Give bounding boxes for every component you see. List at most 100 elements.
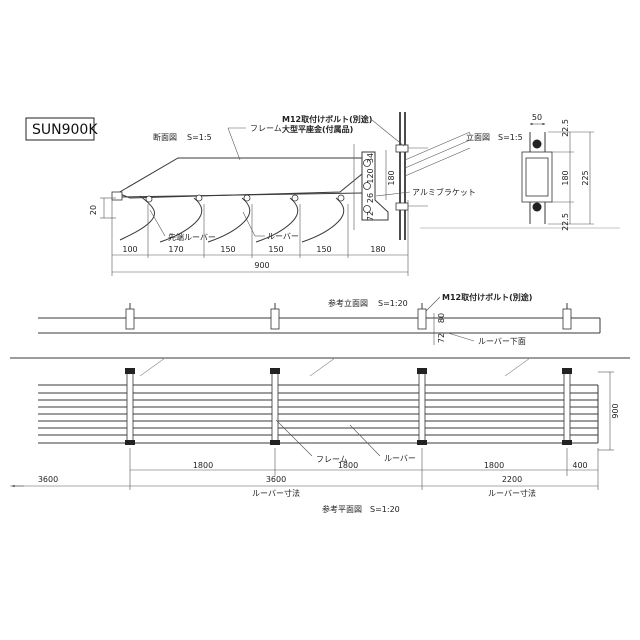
model-name: SUN900K [32,122,98,138]
louver-4 [301,197,345,243]
dim-34: 34 [366,153,375,163]
plan-louver-leader [349,424,381,457]
wall-hatch-3 [404,147,471,177]
dim-150-a: 150 [220,245,235,254]
elevation-bottom-bolt [532,202,542,212]
louver-clip-0 [145,195,153,203]
dim-20: 20 [89,205,98,215]
elevation-view-scale: S=1:5 [498,133,523,142]
ref-elevation-scale: S=1:20 [378,299,408,308]
bolt-leader [371,119,405,147]
elevation-top-bolt [532,139,542,149]
elevation-bracket-inner [525,157,549,197]
ref-dim-72: 72 [437,333,446,343]
plan-dim-3600-bottom: 3600 [38,475,58,484]
elev-dim-180: 180 [561,170,570,185]
louver-3 [255,197,299,243]
bracket-plate [361,151,389,221]
plan-louver-dim-left-label: ルーバー寸法 [252,488,300,498]
dim-150-b: 150 [268,245,283,254]
plan-frames [125,368,572,445]
plan-dim-1800-b: 1800 [338,461,358,470]
plan-dim-3600-top: 3600 [266,475,286,484]
plan-hatch-1 [139,357,166,377]
plan-louvers [38,384,599,444]
ref-elev-brackets [125,303,572,330]
elevation-view-title: 立面図 [466,132,490,142]
ref-bracket-4 [562,308,572,330]
tip-louver-label: 先端ルーバー [168,232,216,242]
elevation-view: 立面図 S=1:5 50 22.5 180 225 22.5 [420,113,620,231]
frame-arm [116,157,363,199]
dim-72: 72 [366,211,375,221]
plan-frame-label: フレーム [316,455,348,464]
reference-elevation-view: 参考立面図 S=1:20 M12取付けボルト(別途) 80 72 ルーバー下面 [38,292,601,346]
top-bolt [395,144,409,153]
plan-louver-label: ルーバー [384,454,416,463]
louver-clip-2 [243,194,251,202]
section-view-title: 断面図 [153,132,177,142]
louver-label: ルーバー [267,232,299,241]
louver-clip-1 [195,194,203,202]
bracket-hole-1 [363,159,371,167]
plan-dim-400: 400 [572,461,587,470]
frame-leader [227,127,241,161]
louver-leader [242,211,256,237]
bottom-bolt [395,202,409,211]
elev-dim-50: 50 [532,113,542,122]
louver-2 [207,197,251,243]
dim-170: 170 [168,245,183,254]
plan-frame-2 [271,371,279,445]
bracket-label: アルミブラケット [412,187,476,197]
dim-26: 26 [366,193,375,203]
dim-150-c: 150 [316,245,331,254]
dim-100: 100 [122,245,137,254]
wall-hatch-2 [404,139,471,169]
ref-bracket-2 [270,308,280,330]
plan-frame-4 [563,371,571,445]
tip-louver [119,195,156,241]
ref-plan-title: 参考平面図 [322,504,362,514]
plan-dim-900: 900 [611,403,620,418]
elev-dim-22-5-top: 22.5 [561,119,570,137]
ref-bolt-label: M12取付けボルト(別途) [442,292,532,302]
bracket-hole-2 [363,182,371,190]
section-view: 断面図 S=1:5 [89,112,476,276]
bracket-leader [375,191,411,197]
washer-label: 大型平座金(付属品) [282,124,353,134]
ref-dim-80: 80 [437,313,446,323]
ref-plan-scale: S=1:20 [370,505,400,514]
dim-180: 180 [387,170,396,185]
plan-dim-2200: 2200 [502,475,522,484]
dim-120: 120 [366,168,375,183]
frame-tip-cap [111,191,123,201]
louver-bottom-leader [447,332,475,342]
plan-louver-dim-right-label: ルーバー寸法 [488,488,536,498]
ref-elevation-title: 参考立面図 [328,298,368,308]
dim-180-bottom: 180 [370,245,385,254]
wall-hatch-1 [404,131,471,161]
elev-dim-22-5-bottom: 22.5 [561,213,570,231]
elev-dim-225: 225 [581,170,590,185]
plan-hatch-3 [504,357,531,377]
louver-1 [159,197,203,243]
plan-dim-1800-a: 1800 [193,461,213,470]
model-label-box: SUN900K [25,117,98,141]
ref-bolt-leader [423,296,441,314]
plan-frame-1 [126,371,134,445]
plan-hatch-2 [309,357,336,377]
louver-bottom-label: ルーバー下面 [478,337,526,346]
plan-frame-leader [275,419,313,457]
ref-bracket-1 [125,308,135,330]
bolt-label: M12取付けボルト(別途) [282,114,372,124]
louver-clip-3 [291,194,299,202]
frame-bottom-edge [119,192,363,198]
tip-louver-leader [149,209,166,237]
louver-clip-4 [337,194,345,202]
section-view-scale: S=1:5 [187,133,212,142]
plan-frame-3 [418,371,426,445]
reference-plan-view: フレーム ルーバー 900 1800 1800 1800 400 3600 36… [10,357,630,514]
frame-label: フレーム [250,124,282,133]
plan-dim-1800-c: 1800 [484,461,504,470]
